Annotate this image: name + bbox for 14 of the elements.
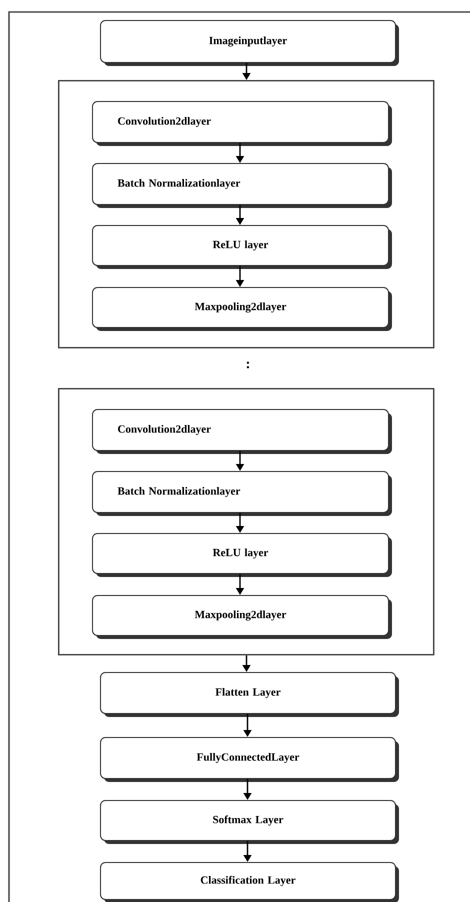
layer-box: FullyConnectedLayer: [100, 737, 399, 782]
layer-box: Batch Normalizationlayer: [92, 163, 392, 208]
layer-box: Convolution2dlayer: [92, 101, 392, 146]
layer-box: Imageinputlayer: [100, 20, 399, 66]
layer-box: Maxpooling2dlayer: [92, 595, 392, 639]
layer-box: ReLU layer: [92, 533, 392, 577]
layer-box: Flatten Layer: [100, 672, 399, 717]
layer-box: Maxpooling2dlayer: [92, 287, 392, 331]
layer-box: Convolution2dlayer: [92, 409, 392, 454]
ellipsis-label: :: [246, 362, 250, 368]
layer-box: Classification Layer: [100, 862, 399, 902]
layer-box: Softmax Layer: [100, 800, 399, 844]
layer-box: Batch Normalizationlayer: [92, 471, 392, 516]
layer-box: ReLU layer: [92, 225, 392, 269]
